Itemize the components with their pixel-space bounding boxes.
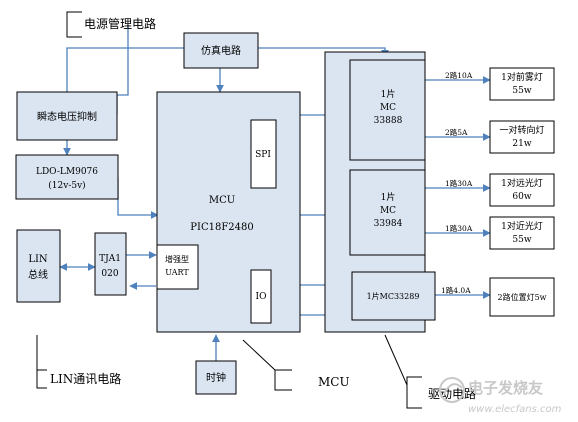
power-management-caption: 电源管理电路 <box>84 16 156 31</box>
tja1020-label-line1: TJA1 <box>99 254 121 264</box>
ldo-label-line2: (12v-5v) <box>48 180 85 191</box>
load-turn-signal <box>489 120 555 154</box>
watermark-logo-icon <box>439 377 465 403</box>
load-low-beam-power: 55w <box>512 235 531 245</box>
clock-block <box>195 360 237 395</box>
tja1020-label-line2: 020 <box>101 269 118 279</box>
watermark: 电子发烧友 www.elecfans.com <box>439 377 562 415</box>
ldo-block <box>15 154 119 200</box>
driver-mc33984-line2: MC <box>380 206 396 216</box>
simulation-circuit-label: 仿真电路 <box>201 44 241 57</box>
channel-label-4: 1路30A <box>445 223 473 233</box>
transient-suppression-block <box>16 91 118 141</box>
driver-mc33984-line1: 1片 <box>381 191 396 203</box>
driver-mc33888-line2: MC <box>380 103 396 113</box>
uart-label-line1: 增强型 <box>165 254 189 264</box>
lin-bus-block <box>16 229 61 303</box>
driver-mc33888-line3: 33888 <box>374 116 403 126</box>
lin-bus-label-line2: 总线 <box>28 268 48 281</box>
mcu-caption: MCU <box>318 375 350 389</box>
load-front-fog-lamp-power: 55w <box>512 86 531 96</box>
tja1020-block <box>94 232 127 296</box>
driver-mc33888-line1: 1片 <box>381 88 396 100</box>
mcu-block <box>156 91 301 333</box>
driver-mc33289-label: 1片MC33289 <box>367 291 420 301</box>
driver-mc33289-block <box>351 271 436 321</box>
io-label: IO <box>256 292 267 302</box>
load-high-beam <box>489 173 555 207</box>
channel-label-1: 2路10A <box>445 70 473 80</box>
lin-comm-caption: LIN通讯电路 <box>50 371 121 386</box>
load-front-fog-lamp <box>489 67 555 101</box>
io-block <box>250 269 272 324</box>
load-position-lamp <box>489 277 555 317</box>
simulation-circuit-block <box>183 32 259 69</box>
leader-lines <box>36 11 422 409</box>
load-low-beam-name: 1对近光灯 <box>501 220 543 232</box>
channel-label-3: 1路30A <box>445 178 473 188</box>
load-high-beam-name: 1对远光灯 <box>501 177 543 189</box>
driver-mc33984-block <box>349 169 426 256</box>
load-turn-signal-name: 一对转向灯 <box>499 124 544 136</box>
watermark-url: www.elecfans.com <box>468 404 562 415</box>
spi-label: SPI <box>255 150 271 160</box>
ldo-label-line1: LDO-LM9076 <box>36 167 98 177</box>
mcu-title: MCU <box>209 195 235 206</box>
driver-mc33888-block <box>349 59 426 161</box>
lin-bus-label-line1: LIN <box>28 254 48 265</box>
load-low-beam <box>489 216 555 250</box>
watermark-title: 电子发烧友 <box>468 379 543 397</box>
spi-block <box>250 119 277 189</box>
uart-block <box>156 244 199 290</box>
transient-suppression-label: 瞬态电压抑制 <box>37 110 97 123</box>
mcu-part-number: PIC18F2480 <box>190 222 253 233</box>
channel-label-2: 2路5A <box>445 127 468 137</box>
driver-mc33984-line3: 33984 <box>374 219 403 229</box>
load-turn-signal-power: 21w <box>512 139 531 149</box>
load-front-fog-lamp-name: 1对前雾灯 <box>501 71 543 83</box>
channel-label-5: 1路4.0A <box>441 285 471 295</box>
clock-label: 时钟 <box>206 371 226 384</box>
uart-label-line2: UART <box>165 268 189 277</box>
load-high-beam-power: 60w <box>512 192 531 202</box>
load-position-lamp-name: 2路位置灯5w <box>497 292 546 302</box>
